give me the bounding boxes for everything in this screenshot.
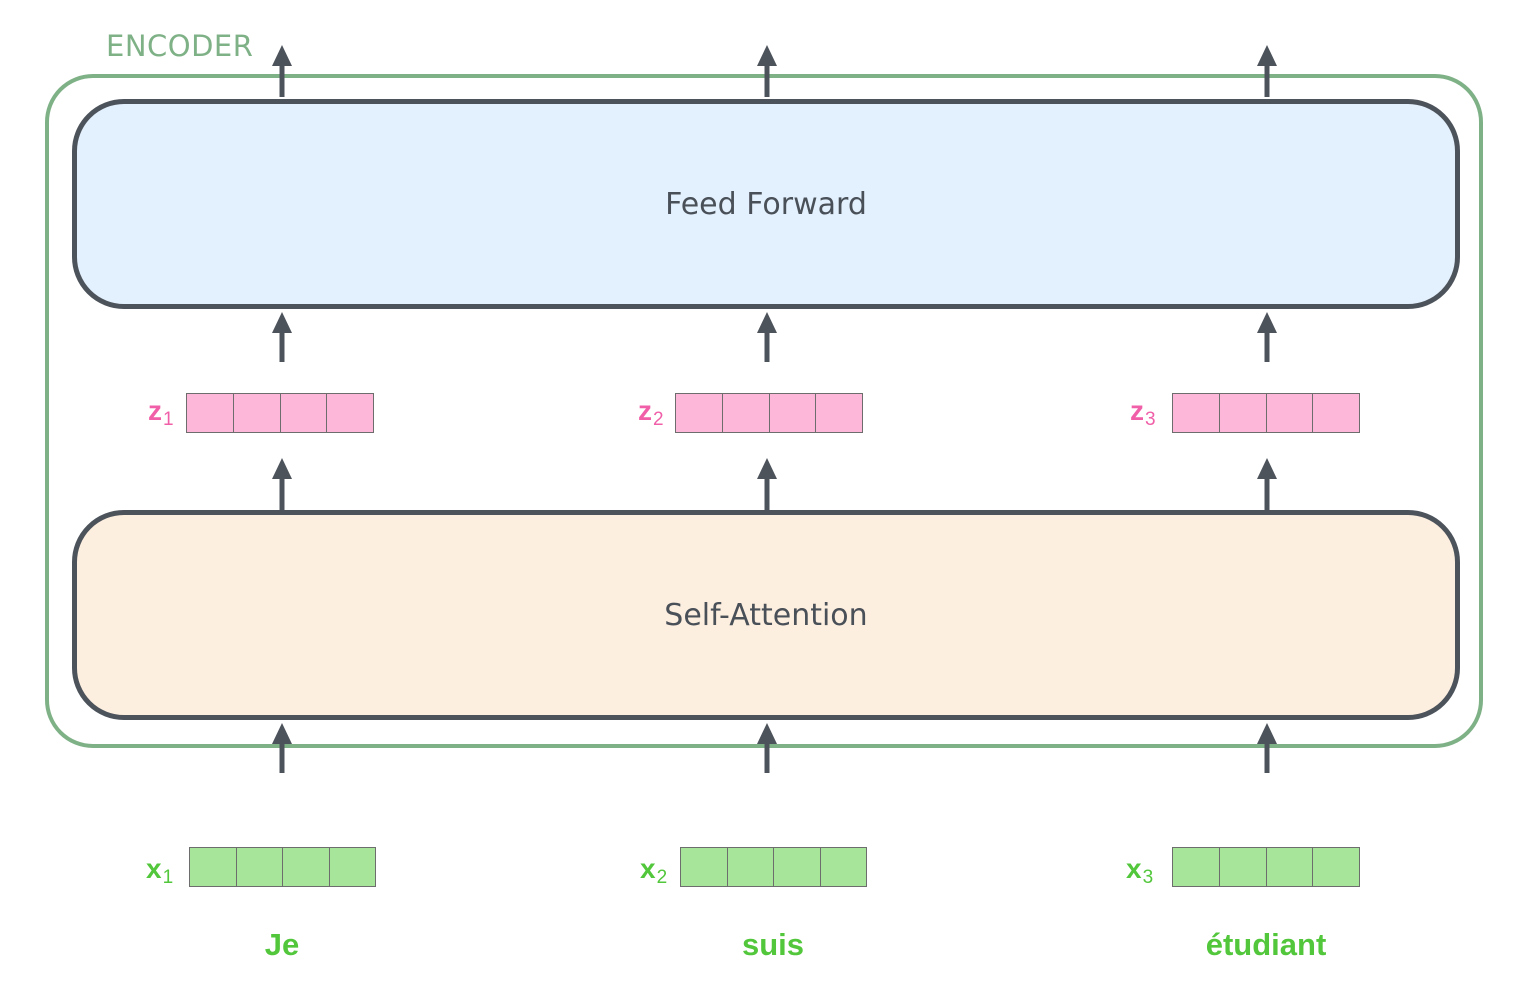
z2-index: 2 xyxy=(653,409,664,430)
z2-label: z2 xyxy=(638,395,664,431)
input-word-2: suis xyxy=(741,927,805,962)
x1-symbol: x xyxy=(146,853,162,884)
x2-label: x2 xyxy=(640,853,667,889)
encoder-label: ENCODER xyxy=(106,29,254,63)
arrow-sa-to-z-1 xyxy=(272,458,292,510)
arrow-x-to-sa-1 xyxy=(272,723,292,773)
z3-label: z3 xyxy=(1130,395,1156,431)
x3-label: x3 xyxy=(1126,853,1153,889)
feed-forward-layer: Feed Forward xyxy=(72,99,1460,309)
z3-symbol: z xyxy=(1130,395,1144,426)
z1-label: z1 xyxy=(148,395,174,431)
z1-vector xyxy=(186,393,374,433)
x1-vector xyxy=(189,847,376,887)
x2-vector xyxy=(680,847,867,887)
arrow-out-1 xyxy=(272,45,292,97)
x3-symbol: x xyxy=(1126,853,1142,884)
arrow-out-2 xyxy=(757,45,777,97)
arrow-x-to-sa-3 xyxy=(1257,723,1277,773)
x3-index: 3 xyxy=(1142,867,1154,888)
arrow-sa-to-z-3 xyxy=(1257,458,1277,510)
x2-index: 2 xyxy=(656,867,668,888)
arrow-z-to-ff-2 xyxy=(757,312,777,362)
arrow-sa-to-z-2 xyxy=(757,458,777,510)
arrow-z-to-ff-1 xyxy=(272,312,292,362)
z1-symbol: z xyxy=(148,395,162,426)
z3-vector xyxy=(1172,393,1360,433)
self-attention-label: Self-Attention xyxy=(664,597,868,633)
self-attention-layer: Self-Attention xyxy=(72,510,1460,720)
input-word-1: Je xyxy=(264,927,300,962)
arrow-x-to-sa-2 xyxy=(757,723,777,773)
x2-symbol: x xyxy=(640,853,656,884)
arrow-z-to-ff-3 xyxy=(1257,312,1277,362)
arrow-out-3 xyxy=(1257,45,1277,97)
z2-vector xyxy=(675,393,863,433)
z3-index: 3 xyxy=(1145,409,1156,430)
encoder-frame xyxy=(45,74,1483,748)
x1-label: x1 xyxy=(146,853,173,889)
x1-index: 1 xyxy=(162,867,174,888)
x3-vector xyxy=(1172,847,1360,887)
z2-symbol: z xyxy=(638,395,652,426)
z1-index: 1 xyxy=(163,409,174,430)
input-word-3: étudiant xyxy=(1205,927,1327,962)
feed-forward-label: Feed Forward xyxy=(665,186,867,222)
